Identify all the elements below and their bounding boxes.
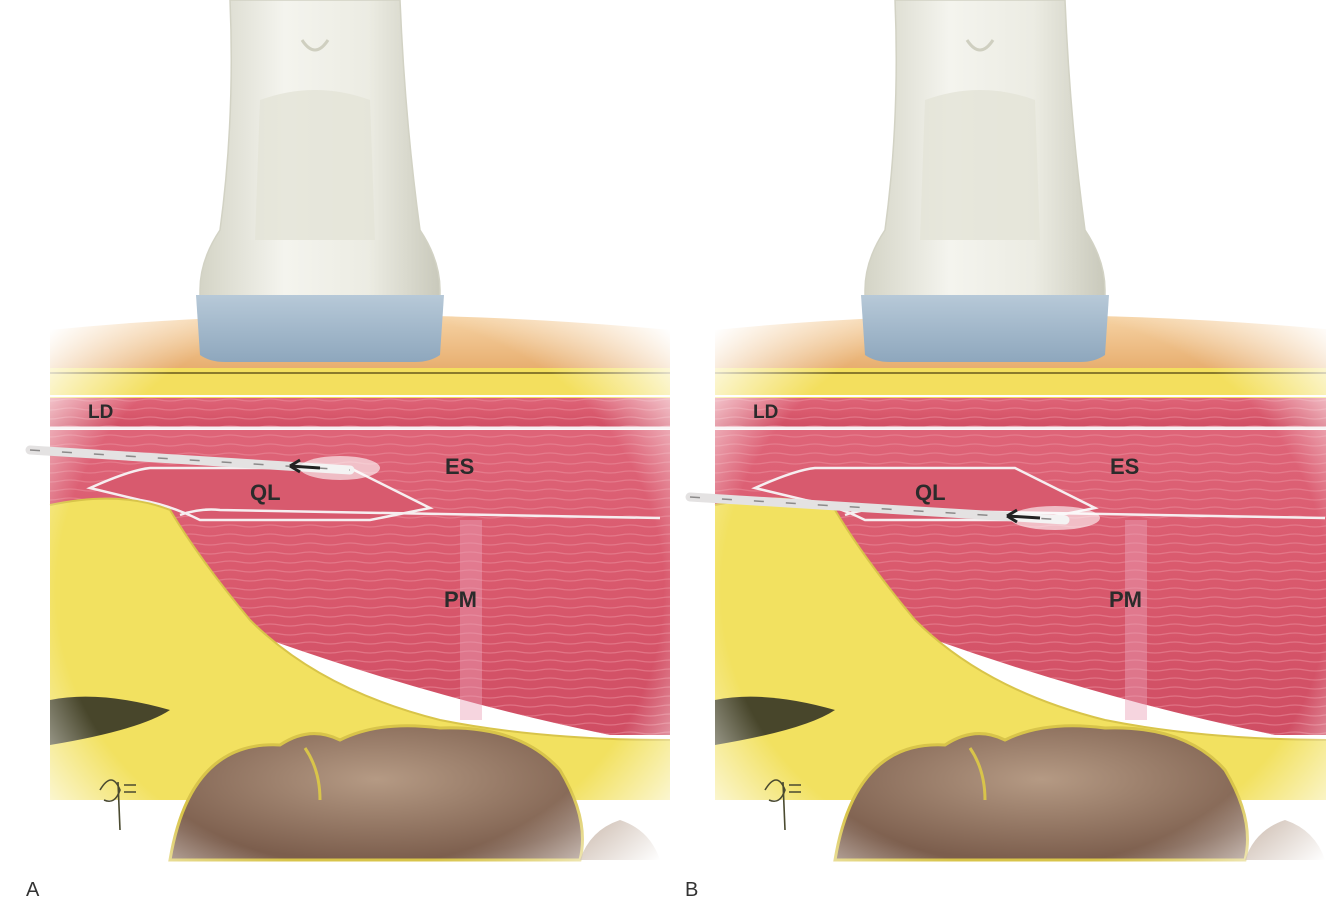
label-pm: PM (444, 587, 477, 612)
label-ld: LD (88, 402, 113, 423)
panel-a: LD ES QL PM A (20, 0, 700, 901)
panel-letter-a: A (26, 879, 40, 901)
label-es: ES (1110, 454, 1139, 479)
label-ql: QL (915, 480, 946, 505)
panel-letter-b: B (685, 879, 698, 901)
label-ql: QL (250, 480, 281, 505)
label-ld: LD (753, 402, 778, 423)
panel-b: LD ES QL PM B (685, 0, 1326, 901)
label-es: ES (445, 454, 474, 479)
label-pm: PM (1109, 587, 1142, 612)
